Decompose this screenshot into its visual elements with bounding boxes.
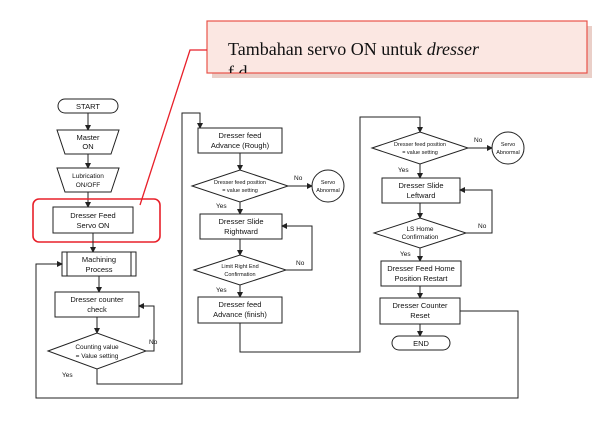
svg-text:Leftward: Leftward <box>407 191 436 200</box>
callout-text-line2-cut: f d <box>228 62 248 82</box>
svg-text:Rightward: Rightward <box>224 227 258 236</box>
svg-text:LS Home: LS Home <box>406 226 433 233</box>
svg-text:No: No <box>294 175 303 182</box>
svg-text:Yes: Yes <box>400 251 411 258</box>
svg-text:Machining: Machining <box>82 255 116 264</box>
limit-right-end-decision: Limit Right End Confirmation <box>192 254 288 286</box>
svg-text:Advance (finish): Advance (finish) <box>213 310 267 319</box>
feed-position-decision-1: Dresser feed position = value setting <box>190 169 290 203</box>
svg-text:= value setting: = value setting <box>222 188 258 194</box>
feed-position-decision-2: Dresser feed position = value setting <box>370 131 470 165</box>
svg-text:Dresser Counter: Dresser Counter <box>392 301 448 310</box>
start-terminal: START <box>57 98 119 114</box>
svg-text:check: check <box>87 305 107 314</box>
svg-text:No: No <box>478 223 487 230</box>
slide-rightward-node: Dresser Slide Rightward <box>199 213 283 240</box>
no-label: No <box>149 339 158 346</box>
svg-text:Servo ON: Servo ON <box>77 221 110 230</box>
svg-text:START: START <box>76 102 100 111</box>
svg-text:Yes: Yes <box>216 203 227 210</box>
svg-text:Position Restart: Position Restart <box>395 274 449 283</box>
svg-text:Dresser Slide: Dresser Slide <box>218 217 263 226</box>
home-position-restart-node: Dresser Feed Home Position Restart <box>380 260 462 287</box>
svg-text:Servo: Servo <box>501 142 515 148</box>
svg-text:Dresser Slide: Dresser Slide <box>398 181 443 190</box>
svg-text:Abnormal: Abnormal <box>496 150 520 156</box>
svg-text:Counting value: Counting value <box>75 344 119 351</box>
svg-text:Yes: Yes <box>398 167 409 174</box>
svg-text:Master: Master <box>77 133 100 142</box>
dresser-counter-check-node: Dresser counter check <box>54 291 140 318</box>
svg-text:Dresser feed: Dresser feed <box>219 131 262 140</box>
counting-value-decision: Counting value = Value setting <box>46 332 148 370</box>
svg-text:Dresser Feed: Dresser Feed <box>70 211 115 220</box>
svg-text:Servo: Servo <box>321 180 335 186</box>
svg-text:Dresser feed: Dresser feed <box>219 300 262 309</box>
svg-text:Abnormal: Abnormal <box>316 188 340 194</box>
svg-text:Confirmation: Confirmation <box>402 234 439 241</box>
servo-abnormal-1: Servo Abnormal <box>311 169 345 203</box>
master-on-node: Master ON <box>56 129 120 155</box>
advance-rough-node: Dresser feed Advance (Rough) <box>197 127 283 154</box>
machining-process-node: Machining Process <box>61 251 137 277</box>
svg-text:Yes: Yes <box>216 287 227 294</box>
svg-text:Reset: Reset <box>410 311 431 320</box>
servo-abnormal-2: Servo Abnormal <box>491 131 525 165</box>
svg-text:No: No <box>296 260 305 267</box>
ls-home-decision: LS Home Confirmation <box>372 217 468 249</box>
slide-leftward-node: Dresser Slide Leftward <box>381 177 461 204</box>
svg-text:Limit Right End: Limit Right End <box>221 264 258 270</box>
svg-text:Advance (Rough): Advance (Rough) <box>211 141 270 150</box>
end-terminal: END <box>391 335 451 351</box>
yes-label: Yes <box>62 372 73 379</box>
counter-reset-node: Dresser Counter Reset <box>379 297 461 325</box>
svg-text:Lubrication: Lubrication <box>72 173 104 180</box>
callout-pointer-line <box>139 49 207 206</box>
svg-text:ON: ON <box>82 142 93 151</box>
svg-text:Dresser Feed Home: Dresser Feed Home <box>387 264 455 273</box>
svg-text:ON/OFF: ON/OFF <box>76 182 101 189</box>
callout-text-line1: Tambahan servo ON untuk dresser <box>228 39 480 59</box>
lubrication-node: Lubrication ON/OFF <box>56 167 120 193</box>
svg-text:No: No <box>474 137 483 144</box>
svg-text:= Value setting: = Value setting <box>76 353 119 360</box>
svg-text:= value setting: = value setting <box>402 150 438 156</box>
advance-finish-node: Dresser feed Advance (finish) <box>197 296 283 324</box>
svg-text:Dresser feed position: Dresser feed position <box>394 142 446 148</box>
dresser-feed-servo-on-node: Dresser Feed Servo ON <box>32 198 161 243</box>
svg-text:Process: Process <box>85 265 112 274</box>
svg-text:END: END <box>413 339 429 348</box>
svg-text:Confirmation: Confirmation <box>224 272 255 278</box>
callout-box: Tambahan servo ON untuk dresser f d <box>206 20 592 82</box>
svg-text:Dresser counter: Dresser counter <box>70 295 124 304</box>
svg-text:Dresser feed position: Dresser feed position <box>214 180 266 186</box>
